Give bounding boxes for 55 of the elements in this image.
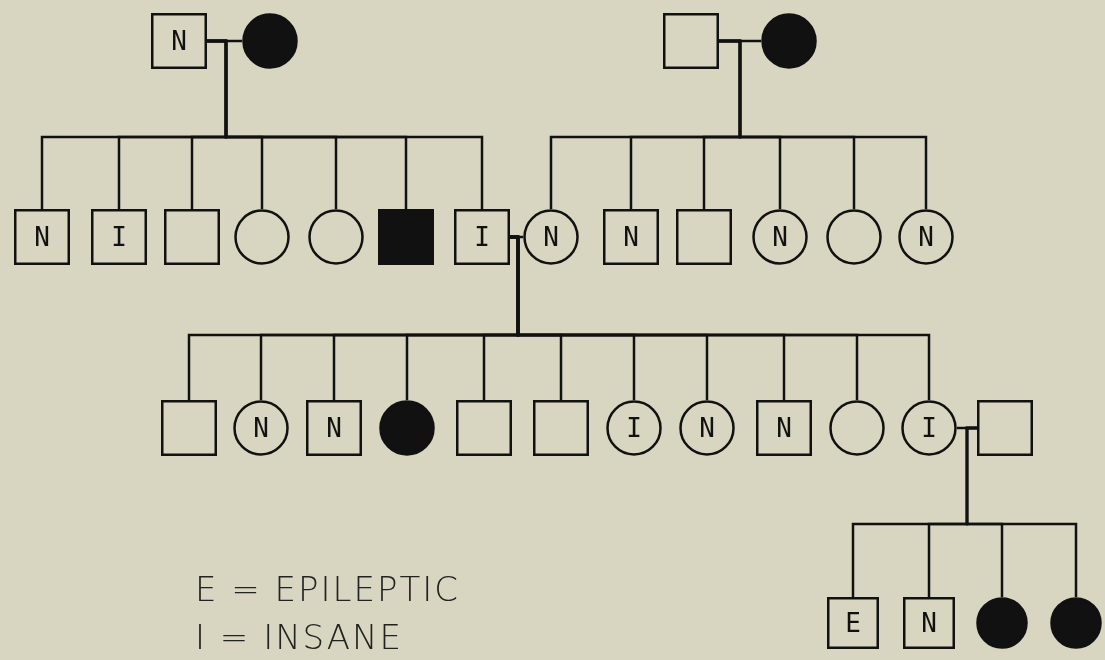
filled-circle-symbol (242, 13, 298, 69)
square-symbol (827, 597, 879, 649)
circle-symbol (901, 400, 957, 456)
square-symbol (14, 209, 70, 265)
square-symbol (91, 209, 147, 265)
circle-symbol (826, 209, 882, 265)
descent-line (207, 39, 484, 209)
descent-line (965, 426, 1078, 597)
square-symbol (456, 400, 512, 456)
square-symbol (164, 209, 220, 265)
status-letter: N (326, 415, 342, 441)
circle-symbol (523, 209, 579, 265)
filled-circle-symbol (761, 13, 817, 69)
filled-circle-symbol (379, 400, 435, 456)
status-letter: N (34, 224, 50, 250)
square-symbol (676, 209, 732, 265)
square-symbol (903, 597, 955, 649)
square-symbol (454, 209, 510, 265)
circle-symbol (308, 209, 364, 265)
status-letter: I (626, 415, 642, 441)
filled-square-symbol (378, 209, 434, 265)
filled-circle-symbol (1050, 597, 1102, 649)
filled-circle-symbol (976, 597, 1028, 649)
status-letter: I (921, 415, 937, 441)
circle-symbol (234, 209, 290, 265)
square-symbol (151, 13, 207, 69)
status-letter: N (772, 224, 788, 250)
status-letter: N (776, 415, 792, 441)
square-symbol (533, 400, 589, 456)
circle-symbol (829, 400, 885, 456)
status-letter: N (699, 415, 715, 441)
status-letter: I (474, 224, 490, 250)
status-letter: N (171, 28, 187, 54)
circle-symbol (752, 209, 808, 265)
status-letter: N (918, 224, 934, 250)
status-letter: N (623, 224, 639, 250)
square-symbol (663, 13, 719, 69)
status-letter: E (845, 610, 861, 636)
square-symbol (756, 400, 812, 456)
circle-symbol (233, 400, 289, 456)
status-letter: N (253, 415, 269, 441)
circle-symbol (606, 400, 662, 456)
legend-text: E = EPILEPTIC (195, 572, 461, 606)
circle-symbol (898, 209, 954, 265)
descent-line (719, 39, 928, 209)
status-letter: I (111, 224, 127, 250)
square-symbol (603, 209, 659, 265)
square-symbol (306, 400, 362, 456)
square-symbol (977, 400, 1033, 456)
status-letter: N (543, 224, 559, 250)
square-symbol (161, 400, 217, 456)
descent-line (510, 235, 931, 400)
circle-symbol (679, 400, 735, 456)
legend-text: I = INSANE (195, 620, 403, 654)
status-letter: N (921, 610, 937, 636)
